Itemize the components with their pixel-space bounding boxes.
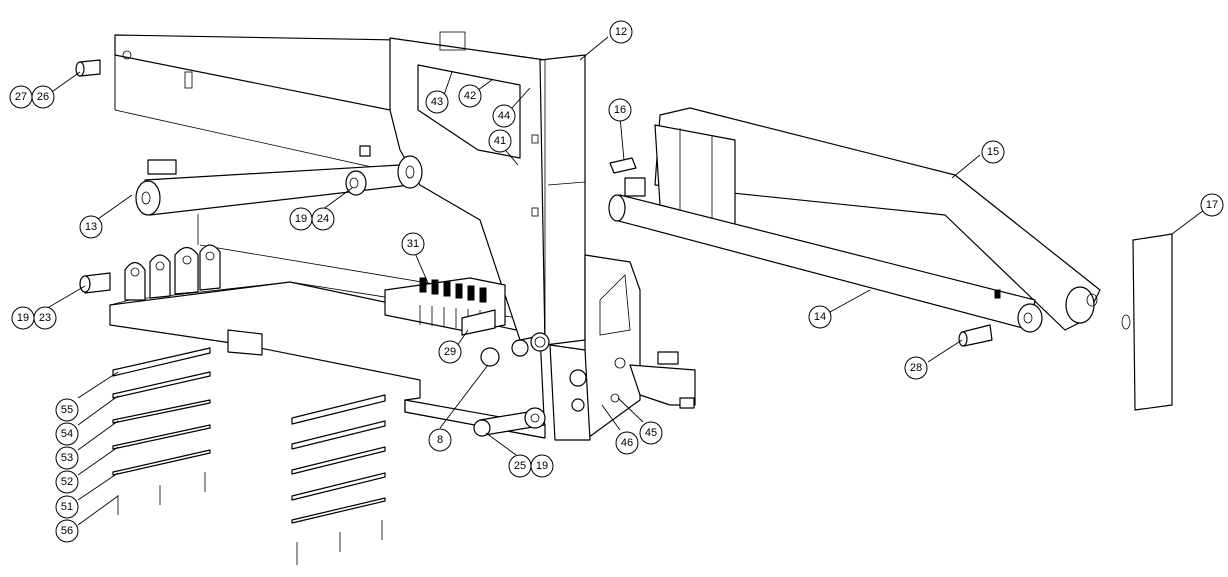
callout-51: 51 [55, 495, 79, 519]
svg-text:45: 45 [645, 427, 657, 439]
base-lugs [124, 244, 221, 301]
callout-45: 45 [639, 421, 663, 445]
svg-text:19: 19 [17, 312, 29, 324]
callout-13: 13 [79, 215, 103, 239]
svg-text:53: 53 [61, 452, 73, 464]
callout-26: 26 [31, 85, 55, 109]
svg-text:29: 29 [444, 346, 456, 358]
svg-text:24: 24 [317, 213, 329, 225]
callout-55: 55 [55, 398, 79, 422]
svg-text:31: 31 [407, 238, 419, 250]
callout-28: 28 [904, 356, 928, 380]
svg-text:16: 16 [614, 104, 626, 116]
svg-text:14: 14 [814, 311, 826, 323]
support-plate [549, 254, 696, 441]
pin-25 [473, 407, 546, 437]
callout-16: 16 [608, 98, 632, 122]
svg-text:25: 25 [514, 460, 526, 472]
svg-text:23: 23 [39, 312, 51, 324]
svg-text:54: 54 [61, 428, 73, 440]
svg-text:19: 19 [295, 213, 307, 225]
leader-lines [43, 36, 1205, 526]
cylinder-14 [608, 177, 1043, 333]
callout-24: 24 [311, 207, 335, 231]
callout-29: 29 [438, 340, 462, 364]
svg-text:41: 41 [494, 135, 506, 147]
svg-text:56: 56 [61, 525, 73, 537]
callout-27: 27 [9, 85, 33, 109]
pin-26 [75, 59, 101, 77]
pad-17 [1121, 233, 1173, 411]
callout-15: 15 [981, 140, 1005, 164]
svg-text:51: 51 [61, 501, 73, 513]
callout-14: 14 [808, 305, 832, 329]
callout-19b: 19 [11, 306, 35, 330]
svg-text:28: 28 [910, 362, 922, 374]
svg-text:43: 43 [431, 96, 443, 108]
bracket-29 [461, 309, 496, 336]
svg-text:46: 46 [621, 437, 633, 449]
svg-text:19: 19 [536, 460, 548, 472]
callout-17: 17 [1200, 193, 1224, 217]
callouts: 12 15 16 17 27 26 43 42 44 41 13 19 24 3… [9, 20, 1224, 543]
cylinder-13 [135, 145, 423, 245]
bushing-8 [480, 339, 529, 367]
callout-19c: 19 [530, 454, 554, 478]
callout-41: 41 [488, 129, 512, 153]
svg-text:15: 15 [987, 146, 999, 158]
svg-text:55: 55 [61, 404, 73, 416]
svg-text:12: 12 [615, 26, 627, 38]
callout-43: 43 [425, 90, 449, 114]
svg-text:27: 27 [15, 91, 27, 103]
svg-text:44: 44 [498, 110, 510, 122]
callout-46: 46 [615, 431, 639, 455]
callout-54: 54 [55, 422, 79, 446]
callout-19a: 19 [289, 207, 313, 231]
wear-pads-right [291, 394, 386, 565]
upper-boom-12 [114, 31, 586, 352]
callout-52: 52 [55, 470, 79, 494]
svg-text:17: 17 [1206, 199, 1218, 211]
callout-12: 12 [609, 20, 633, 44]
wear-pads [112, 347, 211, 515]
callout-8: 8 [428, 428, 452, 452]
callout-42: 42 [458, 84, 482, 108]
boom-15 [654, 107, 1101, 331]
callout-44: 44 [492, 104, 516, 128]
svg-text:42: 42 [464, 90, 476, 102]
callout-25: 25 [508, 454, 532, 478]
pin-23 [79, 272, 111, 294]
svg-text:13: 13 [85, 221, 97, 233]
svg-text:8: 8 [437, 434, 443, 446]
bracket-16 [609, 157, 637, 174]
callout-53: 53 [55, 446, 79, 470]
pin-28 [958, 324, 993, 347]
callout-23: 23 [33, 306, 57, 330]
callout-31: 31 [401, 232, 425, 256]
callout-56: 56 [55, 519, 79, 543]
svg-text:52: 52 [61, 476, 73, 488]
svg-text:26: 26 [37, 91, 49, 103]
